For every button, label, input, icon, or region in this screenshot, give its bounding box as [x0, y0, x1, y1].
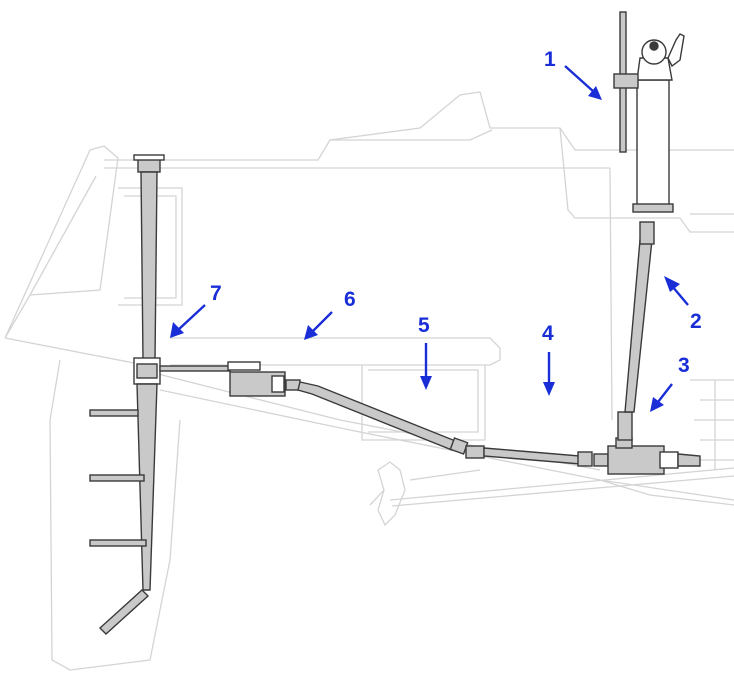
upper-drive-shaft [617, 221, 655, 441]
callout-labels: 1 2 3 4 5 6 7 [210, 48, 702, 377]
shaft-segment-2 [483, 447, 581, 465]
tiller-actuator [159, 361, 286, 397]
tiller-arm [159, 365, 231, 372]
upper-shaft-coupling-top [639, 221, 655, 245]
compass-dome [641, 39, 667, 65]
callout-arrow-6 [304, 311, 333, 340]
callout-label-5: 5 [418, 314, 430, 337]
handwheel-hub [613, 73, 639, 89]
upper-shaft-coupling-bottom [617, 411, 633, 441]
callout-arrows [170, 65, 689, 412]
hull-outline [4, 91, 734, 671]
callout-label-3: 3 [678, 354, 690, 377]
callout-label-4: 4 [542, 322, 554, 345]
callout-arrow-7 [170, 304, 206, 338]
shaft-coupling-4 [577, 451, 593, 467]
angle-gearbox [607, 437, 701, 475]
callout-arrow-3 [650, 383, 673, 412]
gearbox-body [607, 445, 665, 475]
callout-arrow-5 [420, 343, 432, 390]
pedestal-base [632, 203, 674, 213]
rudder-fin-2 [89, 474, 145, 482]
callout-arrow-2 [664, 276, 689, 306]
rudder-fin-1 [89, 409, 139, 417]
rudder-tail [98, 589, 150, 635]
rudder-blade [136, 383, 158, 591]
throttle-lever [667, 33, 685, 68]
rudder-fin-3 [89, 539, 147, 547]
rudder-stock-upper [140, 171, 158, 361]
steering-handwheel-pedestal [613, 11, 685, 213]
callout-arrow-4 [543, 352, 555, 396]
callout-arrow-1 [564, 65, 602, 100]
shaft-coupling-3 [465, 445, 485, 459]
callout-label-6: 6 [344, 288, 356, 311]
rudder-stock-assembly [89, 154, 165, 635]
upper-shaft-tube [624, 239, 653, 413]
rudder-head-cap [133, 154, 165, 161]
callout-label-2: 2 [690, 310, 702, 333]
lower-drive-shaft [285, 379, 609, 467]
callout-label-1: 1 [544, 48, 556, 71]
pedestal-column [636, 79, 670, 209]
actuator-mount [227, 361, 261, 371]
callout-label-7: 7 [210, 282, 222, 305]
